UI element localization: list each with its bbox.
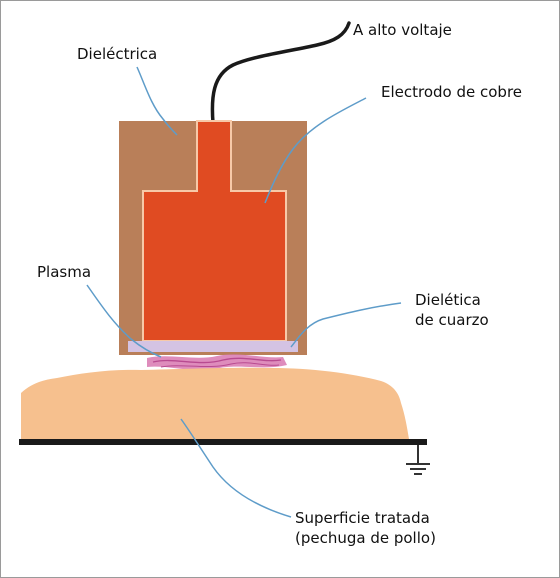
- treated-surface: [21, 367, 409, 439]
- label-plasma: Plasma: [37, 263, 92, 281]
- base-plate: [19, 439, 427, 445]
- quartz-dielectric-plate: [128, 341, 298, 352]
- leader-surface: [180, 418, 292, 518]
- label-dielectric: Dieléctrica: [77, 45, 158, 63]
- leader-quartz: [290, 302, 402, 348]
- leader-lines: [86, 66, 402, 518]
- label-copper-electrode: Electrodo de cobre: [381, 83, 523, 101]
- label-high-voltage: A alto voltaje: [353, 21, 452, 39]
- leader-dielectric: [136, 66, 178, 136]
- label-quartz-dielectric-line2: de cuarzo: [415, 311, 489, 329]
- leader-plasma: [86, 284, 162, 358]
- leader-electrode: [264, 97, 367, 204]
- high-voltage-cable: [210, 21, 351, 125]
- ground-icon: [406, 445, 430, 475]
- label-quartz-dielectric-line1: Dielética: [415, 291, 481, 309]
- label-treated-surface-line2: (pechuga de pollo): [295, 529, 436, 547]
- label-treated-surface-line1: Superficie tratada: [295, 509, 430, 527]
- plasma-discharge: [147, 354, 287, 371]
